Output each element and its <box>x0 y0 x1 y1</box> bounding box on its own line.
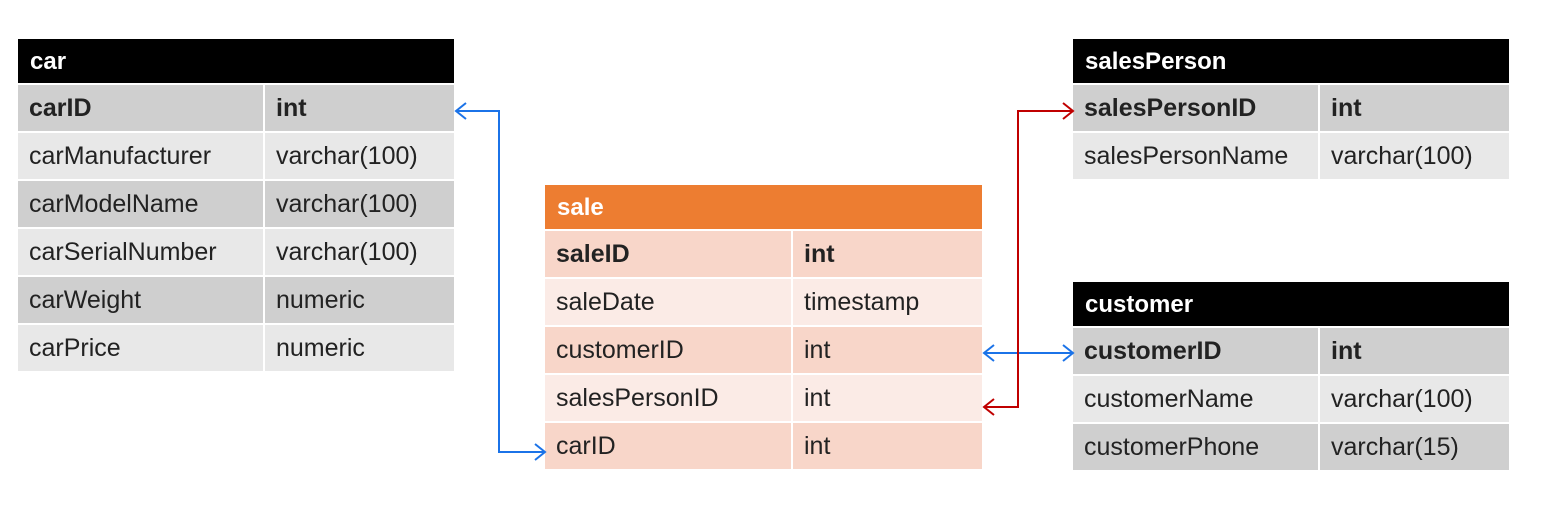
sale-table: sale saleID int saleDate timestamp custo… <box>545 185 982 469</box>
field-name: carPrice <box>18 325 263 371</box>
field-type: int <box>793 423 982 469</box>
field-name: salesPersonID <box>545 375 791 421</box>
field-name: customerID <box>545 327 791 373</box>
field-type: varchar(100) <box>265 133 454 179</box>
salesperson-table-title: salesPerson <box>1073 39 1509 83</box>
customer-table-title: customer <box>1073 282 1509 326</box>
car-row-carserialnumber: carSerialNumber varchar(100) <box>18 229 454 275</box>
connector-customer-customerid <box>982 344 1075 362</box>
sale-row-salespersonid: salesPersonID int <box>545 375 982 421</box>
field-type: varchar(100) <box>265 181 454 227</box>
field-name: customerPhone <box>1073 424 1318 470</box>
customer-table: customer customerID int customerName var… <box>1073 282 1509 470</box>
arrowhead-icon <box>1062 344 1075 362</box>
customer-row-customerphone: customerPhone varchar(15) <box>1073 424 1509 470</box>
field-name: carID <box>545 423 791 469</box>
connector-car-carid <box>454 102 547 461</box>
field-name: salesPersonName <box>1073 133 1318 179</box>
field-name: saleID <box>545 231 791 277</box>
customer-row-customerid: customerID int <box>1073 328 1509 374</box>
field-type: int <box>793 231 982 277</box>
car-row-carprice: carPrice numeric <box>18 325 454 371</box>
connector-salesperson-salespersonid <box>982 102 1075 416</box>
car-table: car carID int carManufacturer varchar(10… <box>18 39 454 371</box>
field-type: varchar(15) <box>1320 424 1509 470</box>
arrowhead-icon <box>1062 102 1075 120</box>
field-type: int <box>1320 328 1509 374</box>
car-table-title: car <box>18 39 454 83</box>
field-name: carSerialNumber <box>18 229 263 275</box>
sale-row-saledate: saleDate timestamp <box>545 279 982 325</box>
field-type: varchar(100) <box>265 229 454 275</box>
car-row-carmodelname: carModelName varchar(100) <box>18 181 454 227</box>
car-row-carweight: carWeight numeric <box>18 277 454 323</box>
salesperson-row-salespersonname: salesPersonName varchar(100) <box>1073 133 1509 179</box>
connector-line <box>456 110 545 453</box>
field-name: carWeight <box>18 277 263 323</box>
car-row-carid: carID int <box>18 85 454 131</box>
field-type: varchar(100) <box>1320 376 1509 422</box>
sale-row-customerid: customerID int <box>545 327 982 373</box>
field-type: int <box>1320 85 1509 131</box>
salesperson-table: salesPerson salesPersonID int salesPerso… <box>1073 39 1509 179</box>
arrowhead-icon <box>454 102 467 120</box>
connector-line <box>984 110 1073 408</box>
field-type: int <box>793 375 982 421</box>
field-name: customerName <box>1073 376 1318 422</box>
field-type: timestamp <box>793 279 982 325</box>
field-type: numeric <box>265 277 454 323</box>
arrowhead-icon <box>534 443 547 461</box>
car-row-carmanufacturer: carManufacturer varchar(100) <box>18 133 454 179</box>
arrowhead-icon <box>982 398 995 416</box>
field-name: customerID <box>1073 328 1318 374</box>
sale-row-carid: carID int <box>545 423 982 469</box>
sale-row-saleid: saleID int <box>545 231 982 277</box>
sale-table-title: sale <box>545 185 982 229</box>
arrowhead-icon <box>982 344 995 362</box>
field-type: varchar(100) <box>1320 133 1509 179</box>
salesperson-row-salespersonid: salesPersonID int <box>1073 85 1509 131</box>
field-type: int <box>793 327 982 373</box>
field-type: numeric <box>265 325 454 371</box>
field-name: salesPersonID <box>1073 85 1318 131</box>
field-name: carID <box>18 85 263 131</box>
field-name: carModelName <box>18 181 263 227</box>
field-name: saleDate <box>545 279 791 325</box>
customer-row-customername: customerName varchar(100) <box>1073 376 1509 422</box>
field-type: int <box>265 85 454 131</box>
field-name: carManufacturer <box>18 133 263 179</box>
